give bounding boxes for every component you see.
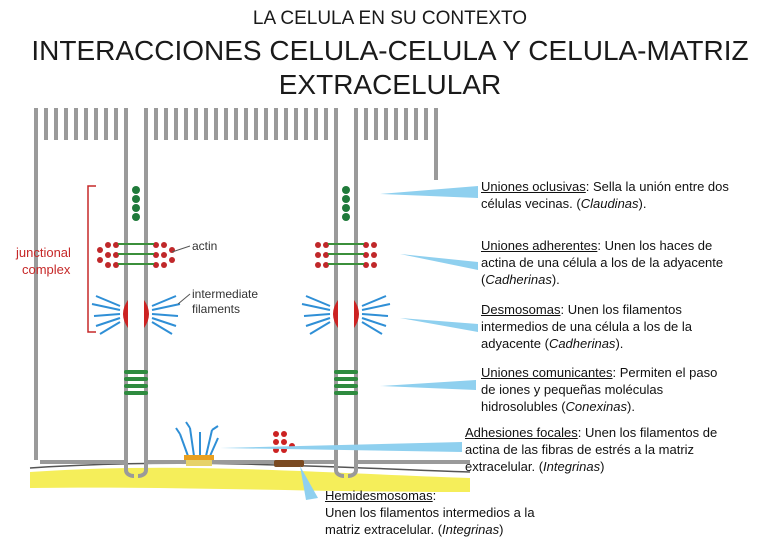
note-text: ). <box>626 399 635 414</box>
note-term: Desmosomas <box>481 302 561 317</box>
title-line-2: EXTRACELULAR <box>278 69 502 100</box>
note-text: actina de una célula a los de la adyacen… <box>481 255 724 270</box>
junctional-label-2: complex <box>22 262 71 277</box>
note-term: Hemidesmosomas <box>325 488 433 503</box>
junctional-complex-bracket <box>87 185 96 333</box>
note-adhesiones-focales: Adhesiones focales: Unen los filamentos … <box>465 424 717 475</box>
note-text: ). <box>551 272 560 287</box>
actin-pointer <box>171 245 191 253</box>
note-hemidesmosomas: Hemidesmosomas: Unen los filamentos inte… <box>325 487 535 538</box>
note-text: extracelular. ( <box>465 459 544 474</box>
note-term: Uniones comunicantes <box>481 365 613 380</box>
note-desmosomas: Desmosomas: Unen los filamentos intermed… <box>481 301 692 352</box>
intermediate-pointer <box>177 293 191 305</box>
intermediate-label-1: intermediate <box>192 287 258 301</box>
note-text: ). <box>615 336 624 351</box>
desmosome-right <box>301 295 391 335</box>
note-text: actina de las fibras de estrés a la matr… <box>465 442 695 457</box>
note-pointers <box>220 186 478 500</box>
note-text: intermedios de una célula a los de la <box>481 319 693 334</box>
note-uniones-oclusivas: Uniones oclusivas: Sella la unión entre … <box>481 178 729 212</box>
note-text: : <box>432 488 437 503</box>
basal-lamina-line <box>29 462 471 473</box>
gap-junction-right <box>334 370 358 395</box>
cell-membranes <box>34 140 470 478</box>
extracellular-matrix <box>30 467 470 492</box>
note-protein: Cadherinas <box>548 336 616 351</box>
note-protein: Cadherinas <box>485 272 552 287</box>
note-text: : Unen los haces de <box>597 238 713 253</box>
note-text: : Unen los filamentos de <box>577 425 718 440</box>
note-text: ) <box>600 459 605 474</box>
intermediate-label-2: filaments <box>192 302 240 316</box>
tight-junction-left <box>132 186 140 221</box>
note-text: de iones y pequeñas moléculas <box>481 382 664 397</box>
tight-junction-right <box>342 186 350 221</box>
page-title: INTERACCIONES CELULA-CELULA Y CELULA-MAT… <box>0 34 780 102</box>
note-text: Unen los filamentos intermedios a la <box>325 505 535 520</box>
note-text: matriz extracelular. ( <box>325 522 443 537</box>
note-protein: Integrinas <box>442 522 500 537</box>
note-text: ( <box>481 272 486 287</box>
note-text: : Unen los filamentos <box>560 302 682 317</box>
actin-label: actin <box>192 239 217 253</box>
note-text: ). <box>638 196 647 211</box>
focal-adhesion <box>175 421 219 466</box>
note-text: hidrosolubles ( <box>481 399 566 414</box>
note-text: : Sella la unión entre dos <box>585 179 729 194</box>
note-term: Uniones oclusivas <box>481 179 586 194</box>
note-text: adyacente ( <box>481 336 549 351</box>
note-uniones-comunicantes: Uniones comunicantes: Permiten el paso d… <box>481 364 717 415</box>
junctional-label-1: junctional <box>15 245 71 260</box>
microvilli <box>34 108 438 140</box>
subtitle: LA CELULA EN SU CONTEXTO <box>252 8 528 29</box>
gap-junction-left <box>124 370 148 395</box>
note-text: : Permiten el paso <box>612 365 718 380</box>
title-line-1: INTERACCIONES CELULA-CELULA Y CELULA-MAT… <box>31 35 749 66</box>
note-uniones-adherentes: Uniones adherentes: Unen los haces de ac… <box>481 237 723 288</box>
note-protein: Integrinas <box>543 459 601 474</box>
note-term: Uniones adherentes <box>481 238 598 253</box>
adherens-junction-right <box>315 242 377 268</box>
desmosome-left <box>91 295 181 335</box>
note-text: células vecinas. ( <box>481 196 581 211</box>
note-protein: Claudinas <box>580 196 639 211</box>
note-text: ) <box>499 522 504 537</box>
adherens-junction-left <box>97 242 175 268</box>
note-term: Adhesiones focales <box>465 425 578 440</box>
note-protein: Conexinas <box>565 399 627 414</box>
